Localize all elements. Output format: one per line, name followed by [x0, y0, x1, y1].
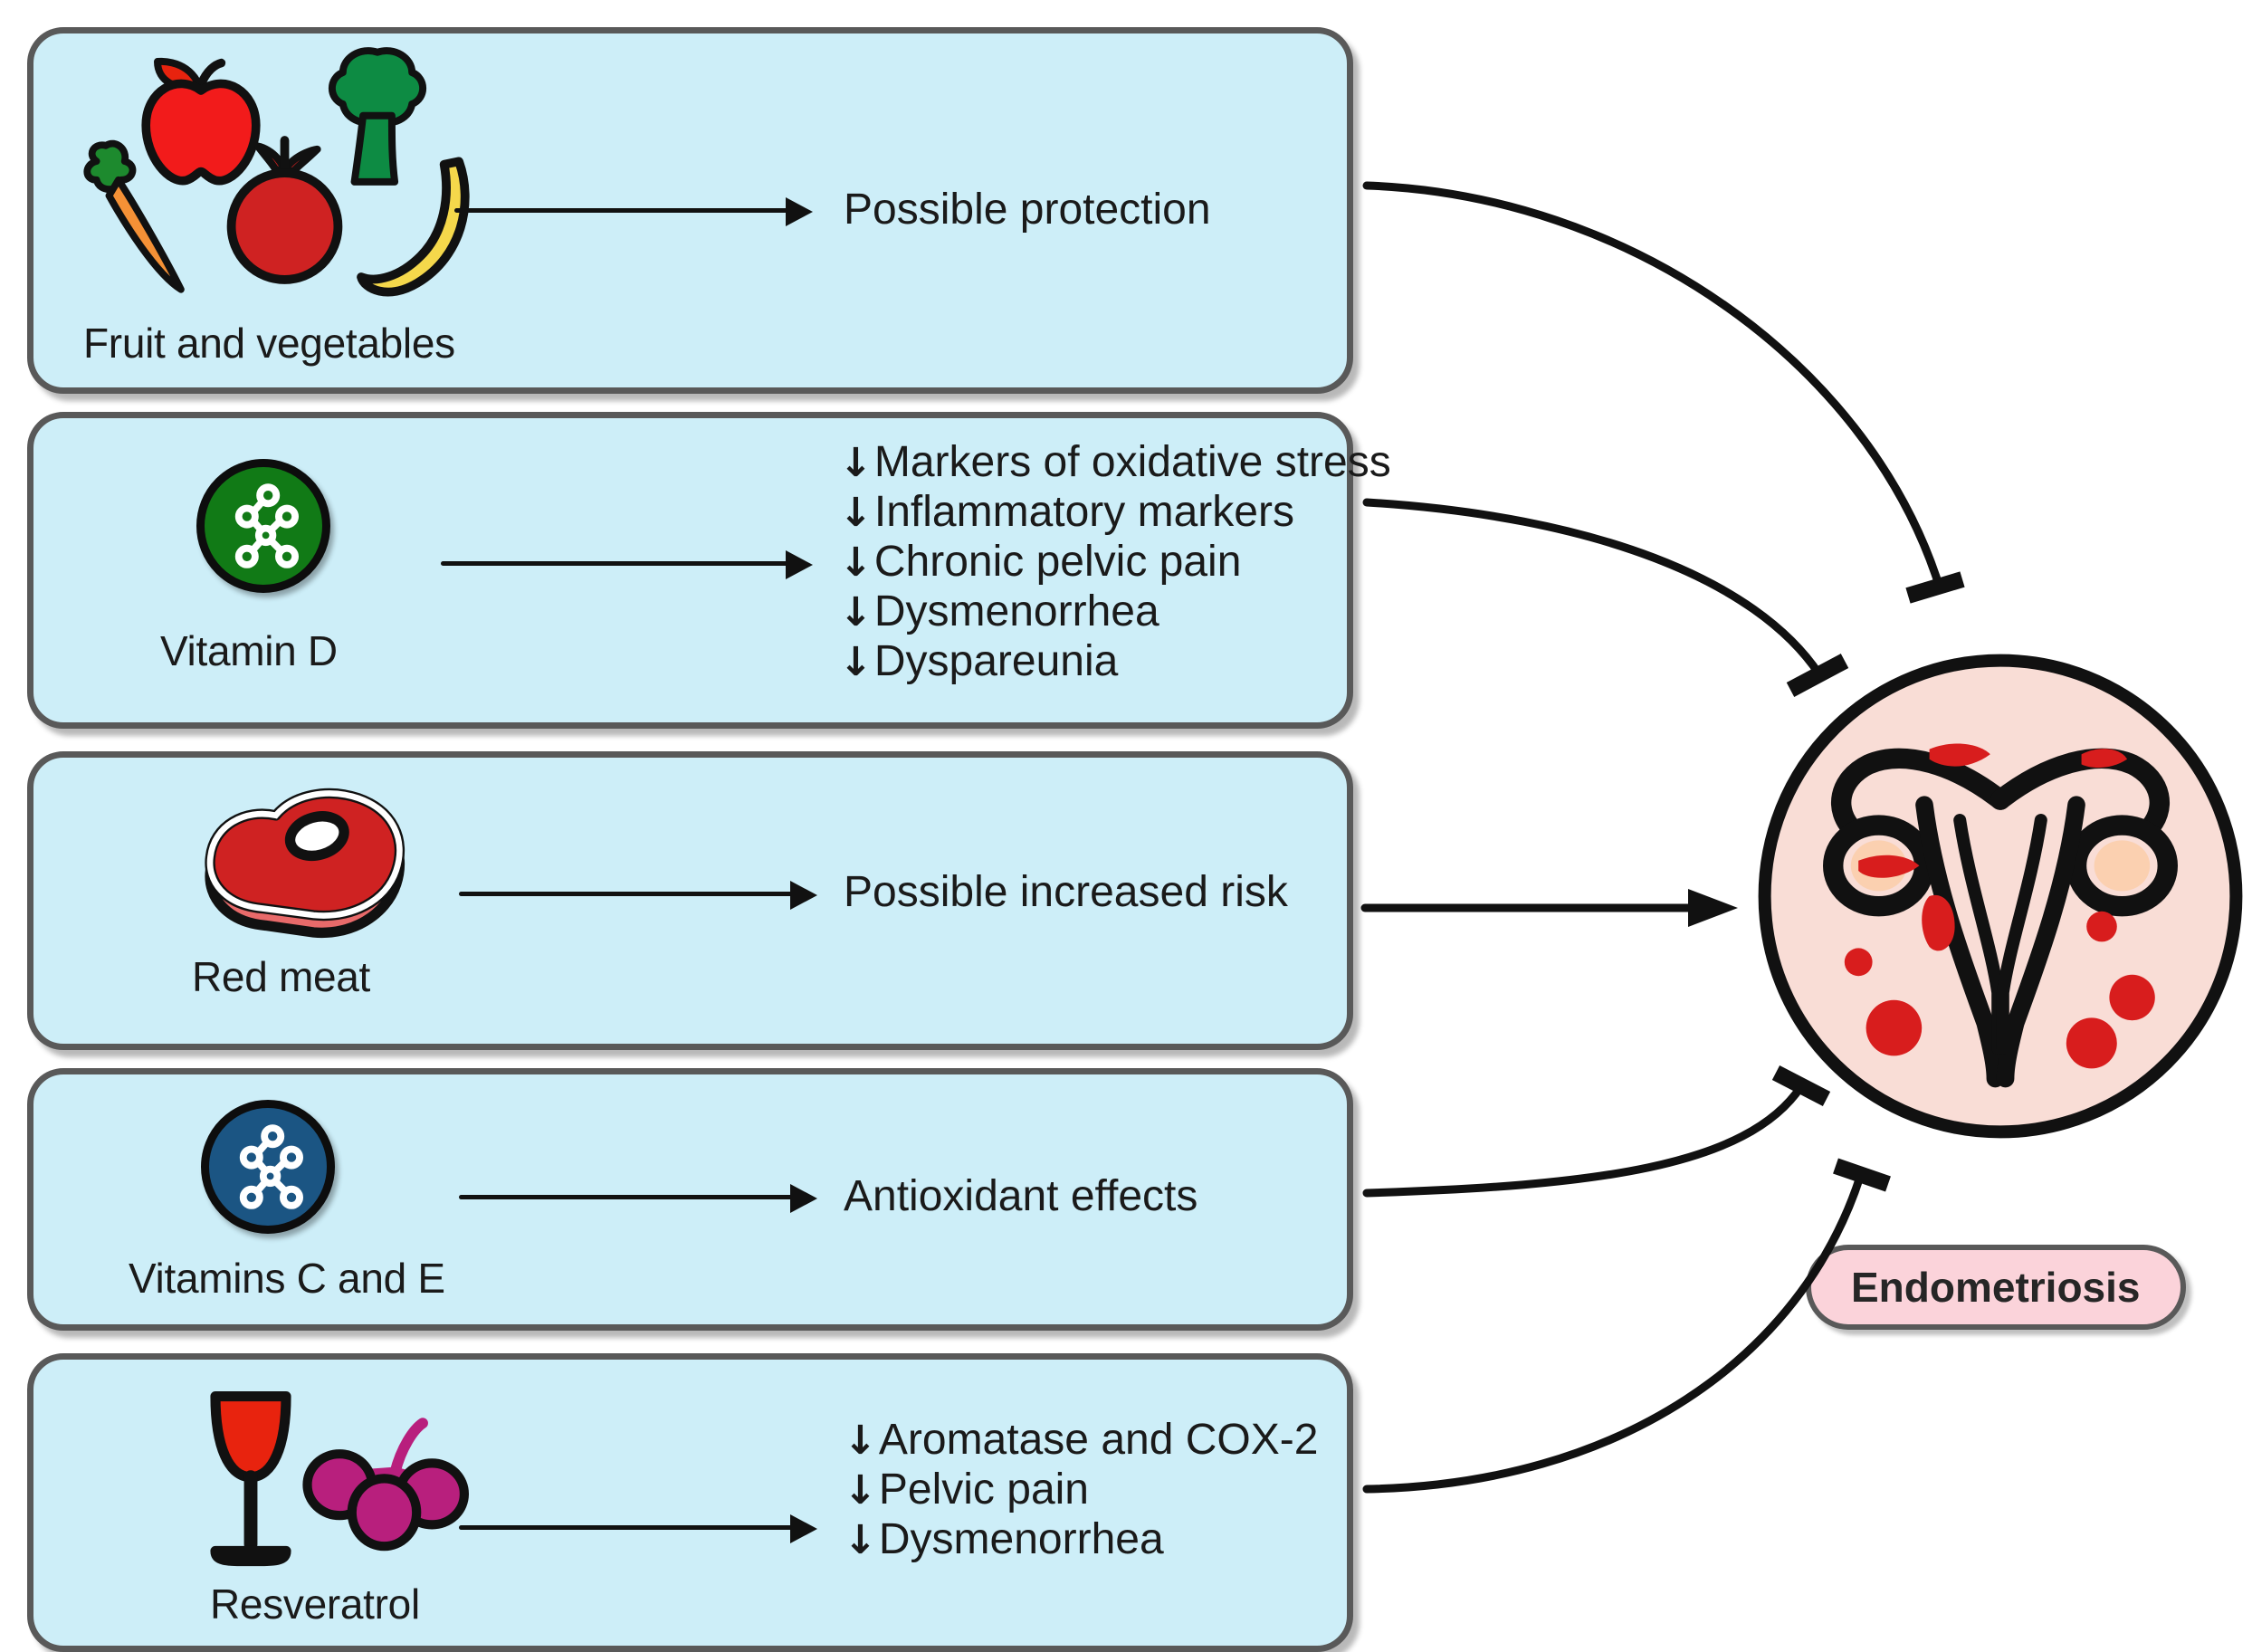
outcome-line: Antioxidant effects: [844, 1172, 1198, 1220]
outcome-line: ↓Pelvic pain: [844, 1466, 1318, 1515]
down-arrow-icon: ↓: [844, 1418, 877, 1464]
arrow-head-icon: [790, 1514, 817, 1543]
down-arrow-icon: ↓: [839, 588, 873, 635]
outcome-text: Dysmenorrhea: [873, 587, 1159, 635]
banana-icon: [357, 157, 470, 297]
arrow-head-icon: [790, 881, 817, 910]
panel-label-red-meat: Red meat: [192, 953, 371, 1000]
panel-label-vitamin-d: Vitamin D: [160, 627, 338, 674]
outcomes-resveratrol: ↓Aromatase and COX-2 ↓Pelvic pain ↓Dysme…: [844, 1416, 1318, 1565]
inner-arrow-vitamin-d: [441, 545, 821, 581]
arrow-shaft: [459, 1195, 794, 1199]
inner-arrow-resveratrol: [459, 1509, 830, 1545]
inner-arrow-fruit: [454, 192, 825, 228]
carrot-icon: [83, 139, 185, 293]
molecule-icon: [201, 1100, 335, 1234]
outcome-line: ↓Dyspareunia: [839, 637, 1391, 687]
arrow-shaft: [459, 892, 794, 896]
connector-fruit-to-endometriosis: [1362, 181, 1965, 604]
outcomes-vitamins-c-and-e: Antioxidant effects: [844, 1172, 1198, 1222]
outcomes-red-meat: Possible increased risk: [844, 868, 1288, 918]
outcome-text: Dysmenorrhea: [878, 1514, 1164, 1563]
outcome-text: Chronic pelvic pain: [873, 537, 1242, 586]
panel-vitamin-d[interactable]: Vitamin D ↓Markers of oxidative stress ↓…: [27, 412, 1391, 729]
panel-label-resveratrol: Resveratrol: [210, 1580, 420, 1628]
outcomes-fruit: Possible protection: [844, 186, 1211, 235]
outcome-line: ↓Inflammatory markers: [839, 488, 1391, 538]
broccoli-icon: [328, 47, 427, 186]
panel-label-fruit: Fruit and vegetables: [83, 320, 455, 367]
outcome-text: Aromatase and COX-2: [878, 1416, 1319, 1464]
arrow-shaft: [459, 1525, 794, 1530]
panel-label-vitamins-c-and-e: Vitamins C and E: [129, 1255, 445, 1302]
outcome-line: ↓Chronic pelvic pain: [839, 538, 1391, 587]
connector-resveratrol-to-endometriosis: [1362, 1158, 1891, 1494]
molecule-icon: [196, 459, 330, 593]
outcome-line: ↓Dysmenorrhea: [839, 587, 1391, 637]
outcomes-vitamin-d: ↓Markers of oxidative stress ↓Inflammato…: [839, 438, 1391, 687]
arrow-head-icon: [790, 1184, 817, 1213]
panel-red-meat[interactable]: Red meat Possible increased risk: [27, 751, 1353, 1050]
down-arrow-icon: ↓: [844, 1466, 877, 1514]
down-arrow-icon: ↓: [839, 489, 873, 536]
endometriosis-uterus-illustration: [1758, 654, 2243, 1139]
outcome-line: ↓Markers of oxidative stress: [839, 438, 1391, 488]
arrow-head-icon: [786, 550, 813, 579]
outcome-text: Markers of oxidative stress: [873, 438, 1391, 486]
arrow-shaft: [441, 561, 789, 566]
down-arrow-icon: ↓: [839, 638, 873, 685]
endometriosis-badge: Endometriosis: [1806, 1245, 2186, 1330]
outcome-text: Inflammatory markers: [873, 487, 1294, 536]
panel-resveratrol[interactable]: Resveratrol ↓Aromatase and COX-2 ↓Pelvic…: [27, 1353, 1353, 1652]
outcome-line: Possible protection: [844, 186, 1211, 234]
down-arrow-icon: ↓: [839, 539, 873, 586]
panel-fruit-and-vegetables[interactable]: Fruit and vegetables Possible protection: [27, 27, 1353, 394]
outcome-line: ↓Dysmenorrhea: [844, 1515, 1318, 1565]
apple-icon: [141, 57, 261, 186]
outcome-text: Pelvic pain: [878, 1465, 1089, 1514]
grapes-icon: [302, 1418, 469, 1552]
down-arrow-icon: ↓: [844, 1516, 877, 1563]
outcome-line: ↓Aromatase and COX-2: [844, 1416, 1318, 1466]
tomato-icon: [226, 136, 343, 284]
outcome-line: Possible increased risk: [844, 868, 1288, 916]
down-arrow-icon: ↓: [839, 440, 873, 486]
steak-icon: [205, 788, 406, 939]
connector-red-meat-to-endometriosis: [1360, 889, 1738, 927]
wine-glass-icon: [210, 1391, 291, 1567]
inner-arrow-vitamins-c-and-e: [459, 1179, 830, 1215]
panel-vitamins-c-and-e[interactable]: Vitamins C and E Antioxidant effects: [27, 1068, 1353, 1331]
outcome-text: Dyspareunia: [873, 636, 1119, 685]
inner-arrow-red-meat: [459, 875, 830, 912]
arrow-head-icon: [786, 197, 813, 226]
arrow-shaft: [454, 208, 789, 213]
